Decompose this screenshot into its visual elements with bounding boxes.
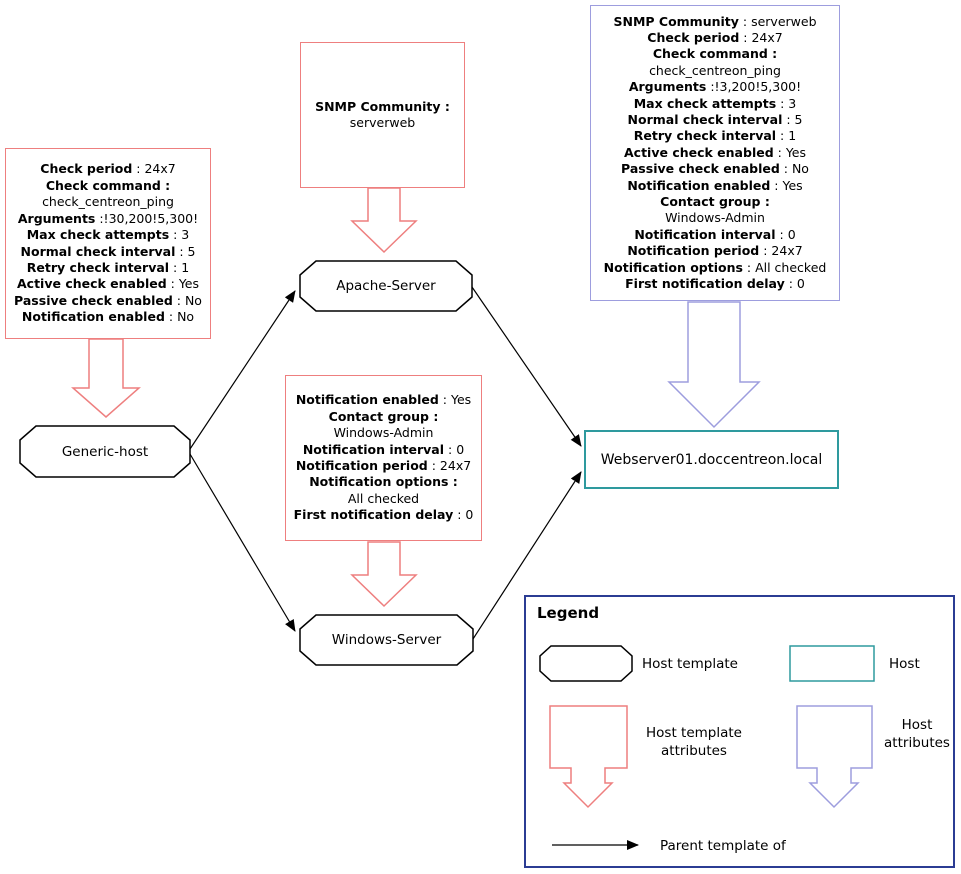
attribute-line: Contact group : xyxy=(660,194,770,210)
legend-title: Legend xyxy=(537,604,600,622)
attribute-line: Check command : xyxy=(45,177,171,193)
legend-parent-label: Parent template of xyxy=(660,838,786,854)
attribute-line: Normal check interval : 5 xyxy=(627,111,803,127)
legend-host-shape xyxy=(789,645,875,682)
windows-server-label: Windows-Server xyxy=(331,632,442,648)
attribute-line: Active check enabled : Yes xyxy=(17,276,199,292)
attribute-line: Notification interval : 0 xyxy=(634,226,796,242)
attribute-line: Retry check interval : 1 xyxy=(26,259,190,275)
generic-host-attributes-arrow-icon xyxy=(71,338,141,418)
attribute-line: First notification delay : 0 xyxy=(293,507,474,523)
attribute-line: Notification enabled : No xyxy=(21,309,195,325)
webserver-attributes-arrow-icon xyxy=(667,301,761,429)
webserver-label: Webserver01.doccentreon.local xyxy=(600,451,823,468)
attribute-line: Notification interval : 0 xyxy=(302,441,465,457)
attribute-line: Check period : 24x7 xyxy=(40,161,176,177)
attribute-line: First notification delay : 0 xyxy=(625,276,805,292)
attribute-line: Notification period : 24x7 xyxy=(295,458,472,473)
attribute-line: Windows-Admin xyxy=(665,210,765,226)
attribute-line: Notification options : All checked xyxy=(603,259,827,275)
legend-host-label: Host xyxy=(889,655,920,672)
attribute-line: Arguments :!3,200!5,300! xyxy=(628,79,802,95)
attribute-line: All checked xyxy=(347,490,420,506)
attribute-line: Check command : xyxy=(652,46,778,62)
apache-server-label: Apache-Server xyxy=(336,278,436,294)
generic-host-label: Generic-host xyxy=(61,443,149,460)
attribute-line: Contact group : xyxy=(328,408,439,424)
webserver-host-shape xyxy=(584,430,839,489)
attribute-line: SNMP Community : serverweb xyxy=(613,13,817,29)
legend-host-attributes-label: Host attributes xyxy=(884,717,950,751)
legend-template-attributes-label: Host template attributes xyxy=(646,725,742,759)
legend-box xyxy=(524,595,955,868)
attribute-line: Notification options : xyxy=(309,474,458,490)
edge-generic-to-windows xyxy=(189,453,296,632)
windows-server-template-shape xyxy=(299,614,474,666)
attribute-line: serverweb xyxy=(349,115,416,130)
attribute-line: Normal check interval : 5 xyxy=(20,243,196,259)
edge-windows-to-webserver xyxy=(472,471,582,640)
generic-host-template-shape xyxy=(19,425,191,478)
edge-generic-to-apache xyxy=(189,290,296,450)
attribute-line: Max check attempts : 3 xyxy=(26,227,190,243)
apache-server-template-shape xyxy=(299,260,473,312)
attribute-line: Passive check enabled : No xyxy=(14,292,202,308)
legend-host-template-label: Host template xyxy=(642,655,738,672)
attribute-line: check_centreon_ping xyxy=(649,62,781,78)
attribute-line: Check period : 24x7 xyxy=(647,29,783,45)
attribute-line: Passive check enabled : No xyxy=(621,161,809,177)
windows-attributes-arrow-icon xyxy=(350,541,418,608)
apache-server-attributes-box: SNMP Community :serverweb xyxy=(300,42,465,188)
attribute-line: SNMP Community : xyxy=(315,98,450,114)
attribute-line: Retry check interval : 1 xyxy=(633,128,797,144)
legend-host-template-shape xyxy=(539,645,633,682)
attribute-line: Notification enabled : Yes xyxy=(627,177,803,193)
legend-host-attributes-arrow-icon xyxy=(796,705,873,809)
attribute-line: Notification period : 24x7 xyxy=(627,243,803,259)
apache-attributes-arrow-icon xyxy=(350,187,418,254)
attribute-line: Windows-Admin xyxy=(333,425,434,441)
attribute-line: Active check enabled : Yes xyxy=(624,144,806,160)
attribute-line: Notification enabled : Yes xyxy=(295,392,472,408)
legend-template-attributes-arrow-icon xyxy=(549,705,628,809)
edge-apache-to-webserver xyxy=(471,286,582,447)
attribute-line: Arguments :!30,200!5,300! xyxy=(17,210,199,226)
attribute-line: check_centreon_ping xyxy=(42,194,174,210)
attribute-line: Max check attempts : 3 xyxy=(633,95,797,111)
